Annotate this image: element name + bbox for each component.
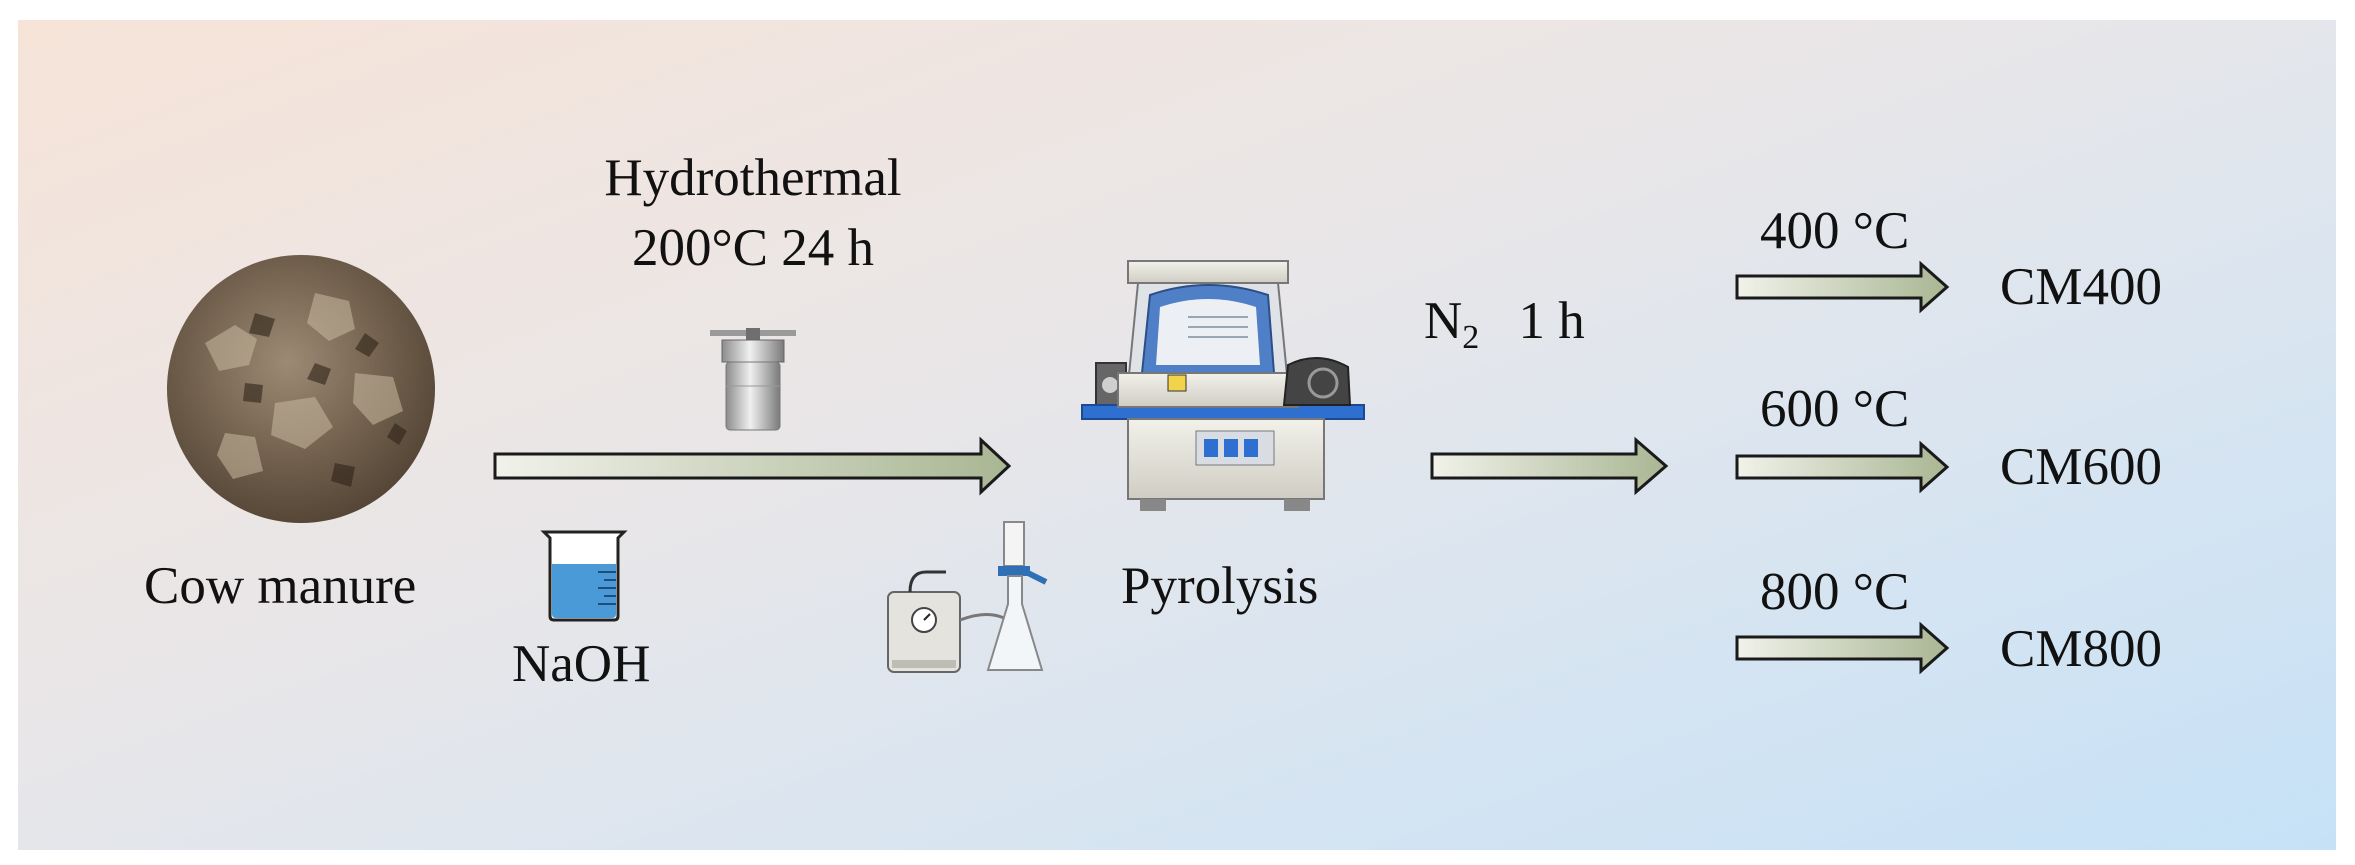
product-label-cm600: CM600	[2000, 438, 2162, 496]
hydrothermal-conditions-label: 200°C 24 h	[631, 219, 875, 277]
beaker-icon	[540, 530, 628, 622]
branch-arrow-400	[1735, 260, 1950, 314]
hydrothermal-label: Hydrothermal	[604, 149, 902, 207]
atmosphere-time: 1 h	[1518, 292, 1585, 350]
cow-manure-photo	[167, 255, 435, 523]
vacuum-filtration-icon	[887, 521, 1048, 673]
atmosphere-label: N2 1 h	[1424, 295, 1585, 355]
atmosphere-gas-subscript: 2	[1462, 319, 1480, 356]
branch-arrow-600	[1735, 440, 1950, 494]
product-label-cm800: CM800	[2000, 620, 2162, 678]
temperature-label-400: 400 °C	[1760, 202, 1910, 260]
atmosphere-gas: N	[1424, 292, 1463, 350]
temperature-label-600: 600 °C	[1760, 380, 1910, 438]
pyrolysis-arrow	[1430, 436, 1669, 496]
cow-manure-label: Cow manure	[144, 557, 417, 615]
branch-arrow-800	[1735, 621, 1950, 675]
temperature-label-800: 800 °C	[1760, 563, 1910, 621]
hydrothermal-arrow	[493, 436, 1012, 496]
naoh-label: NaOH	[512, 635, 651, 693]
tube-furnace-icon	[1081, 260, 1365, 511]
pyrolysis-label: Pyrolysis	[1121, 557, 1319, 615]
autoclave-icon	[710, 328, 796, 431]
product-label-cm400: CM400	[2000, 258, 2162, 316]
